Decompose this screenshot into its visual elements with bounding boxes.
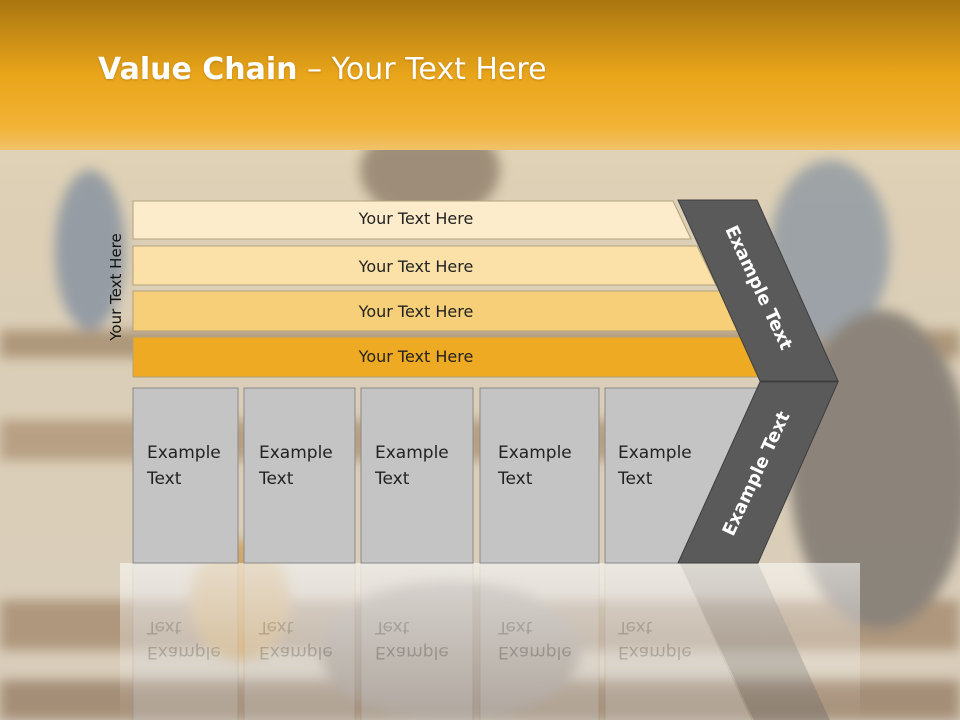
- slide-title: Value Chain – Your Text Here: [98, 52, 547, 87]
- title-rest: – Your Text Here: [297, 52, 547, 87]
- reflection-fade: [120, 563, 860, 720]
- column-box-2: [243, 387, 356, 564]
- column-box-4: [479, 387, 600, 564]
- column-box-1: [132, 387, 239, 564]
- column-text-3a: Example: [375, 443, 449, 463]
- column-text-1b: Text: [146, 469, 182, 489]
- column-text-5a: Example: [618, 443, 692, 463]
- column-text-4a: Example: [498, 443, 572, 463]
- column-box-3: [360, 387, 474, 564]
- arrow-upper-segment: [677, 199, 839, 382]
- column-text-2a: Example: [259, 443, 333, 463]
- layer-label-1: Your Text Here: [358, 209, 474, 228]
- layer-label-3: Your Text Here: [358, 302, 474, 321]
- column-text-4b: Text: [497, 469, 533, 489]
- title-bold: Value Chain: [98, 52, 298, 87]
- layer-label-4: Your Text Here: [358, 347, 474, 366]
- column-text-2b: Text: [258, 469, 294, 489]
- arrow-lower-segment: [677, 381, 839, 564]
- column-text-3b: Text: [374, 469, 410, 489]
- column-text-1a: Example: [147, 443, 221, 463]
- column-text-5b: Text: [617, 469, 653, 489]
- layer-bar-1: [132, 200, 692, 240]
- layer-label-2: Your Text Here: [358, 257, 474, 276]
